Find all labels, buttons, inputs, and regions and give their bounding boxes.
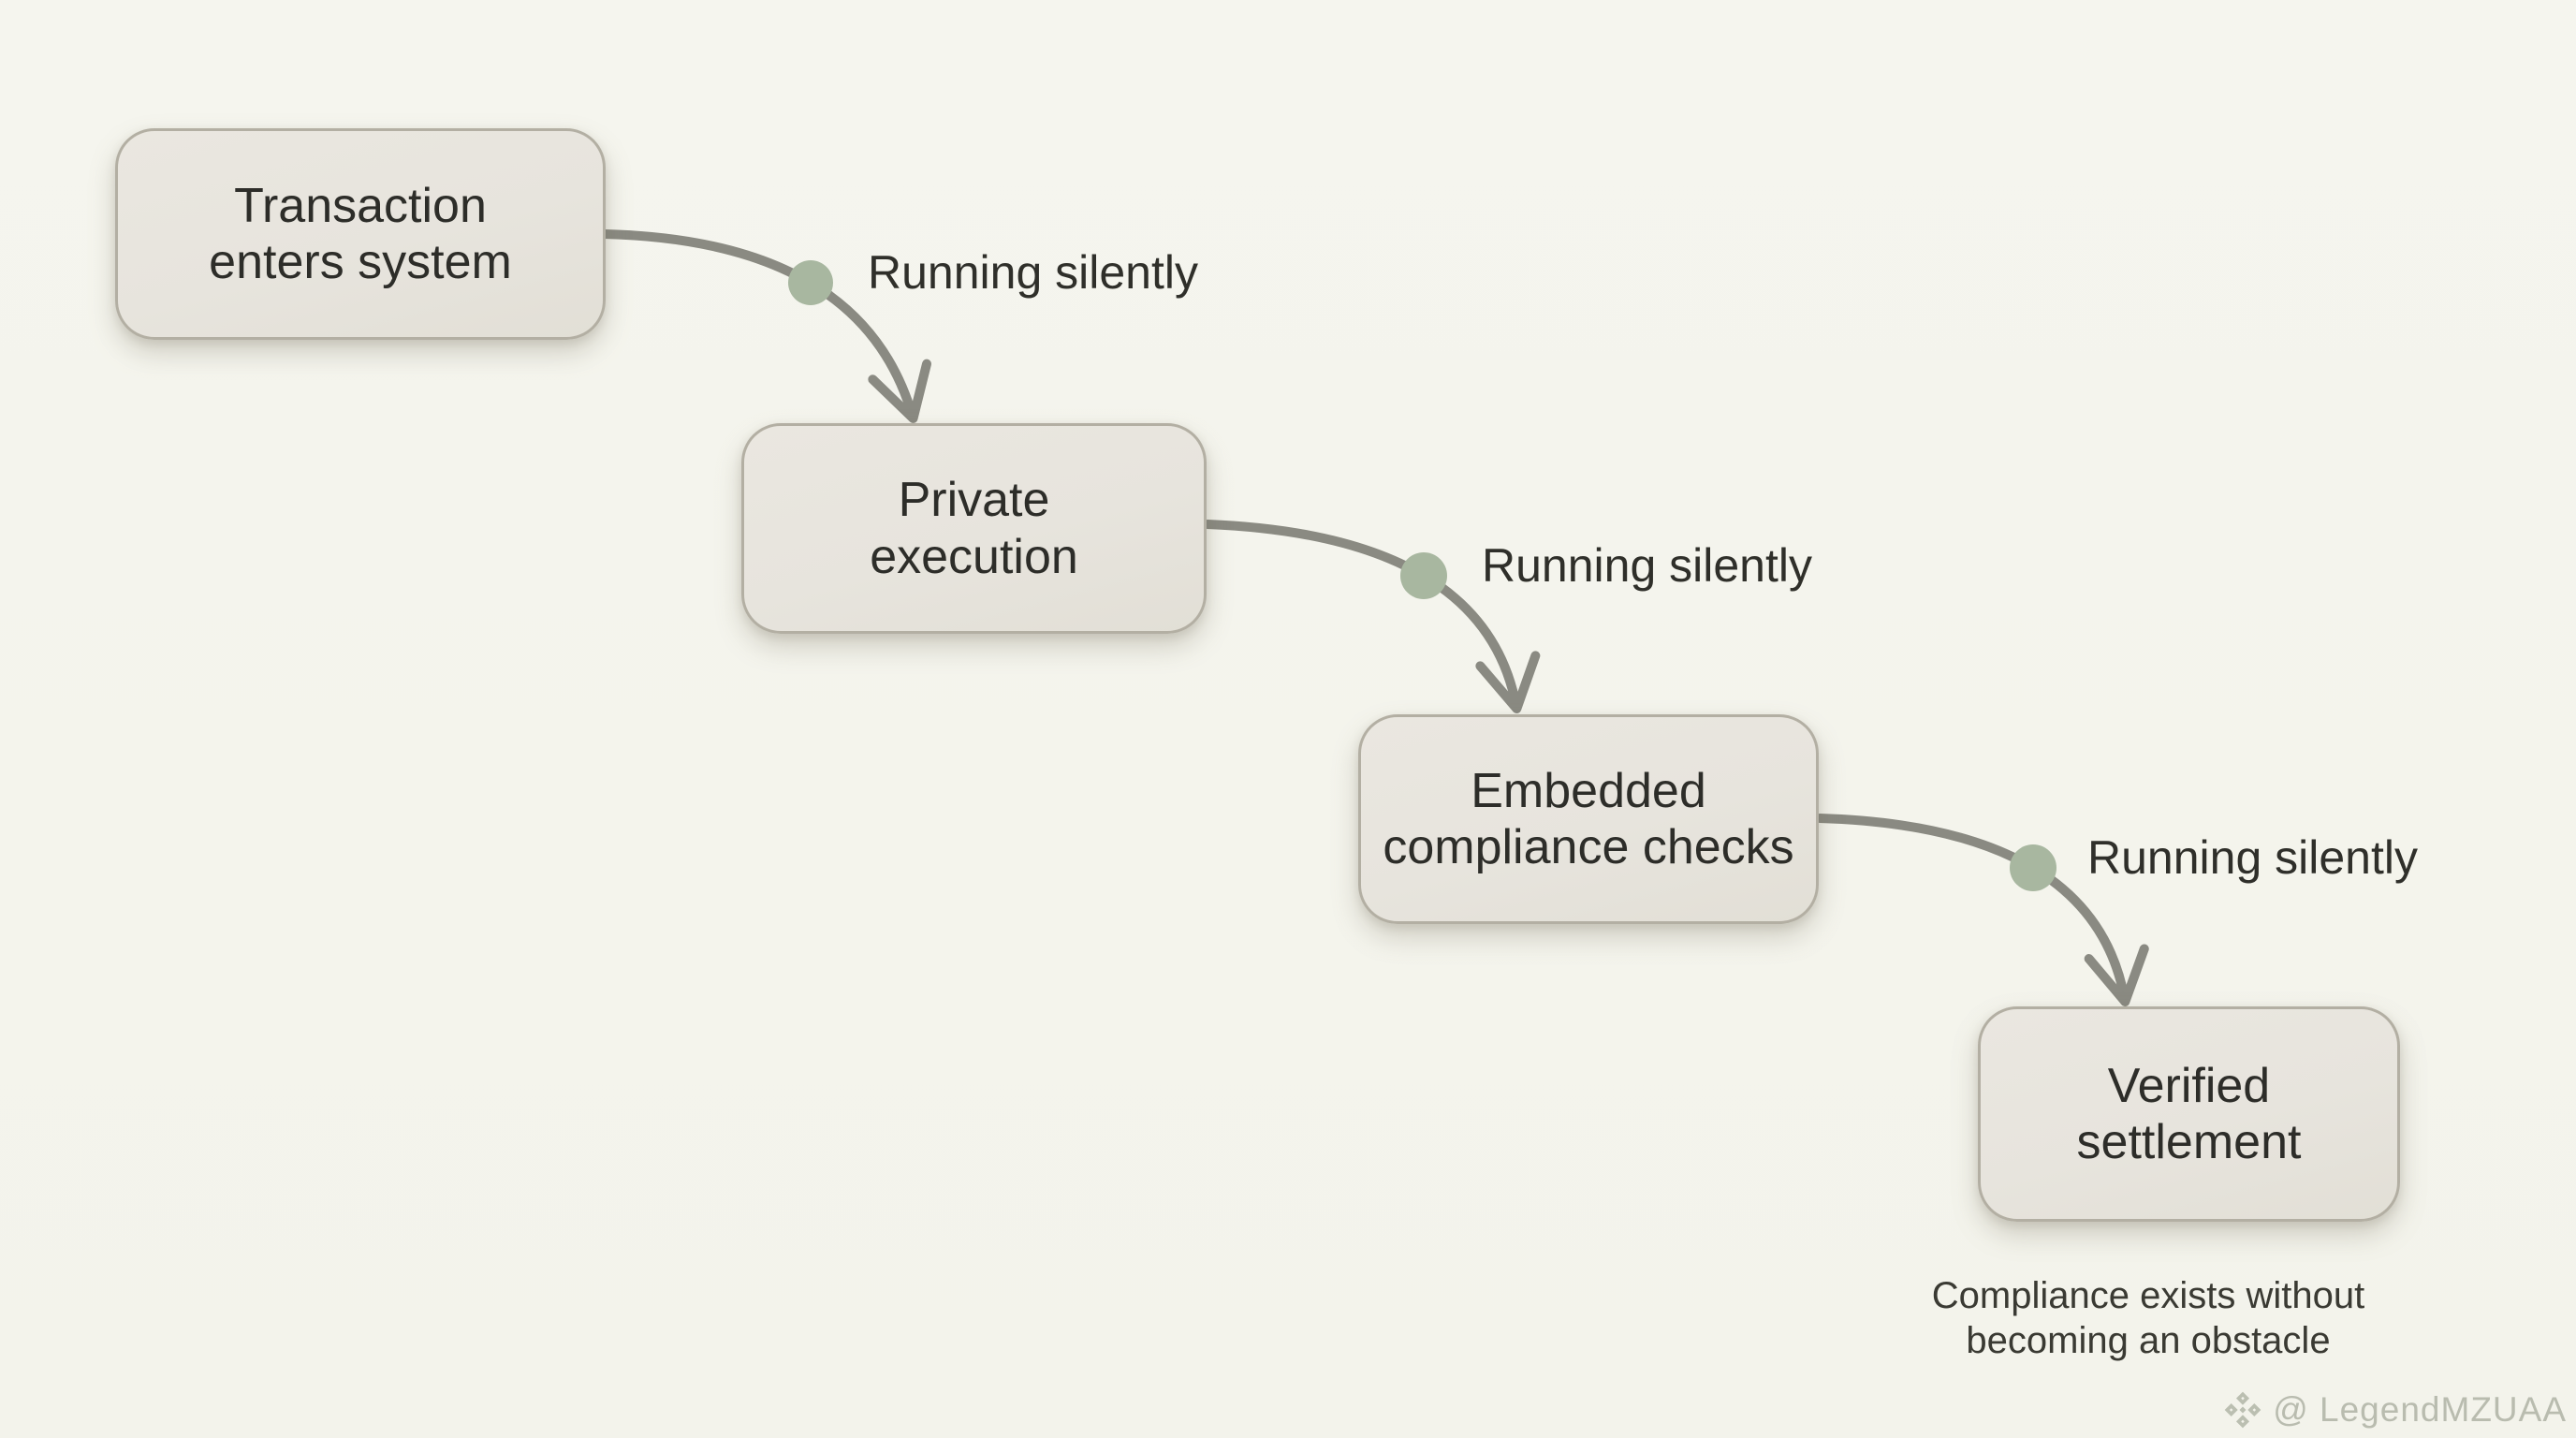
edge-label-running-silently-3: Running silently bbox=[2087, 831, 2418, 884]
node-transaction-enters-system: Transaction enters system bbox=[115, 128, 606, 340]
node-embedded-compliance-checks: Embedded compliance checks bbox=[1358, 714, 1819, 924]
status-dot-1 bbox=[788, 260, 833, 305]
arrow-3 bbox=[1815, 814, 2149, 1006]
watermark: @ LegendMZUAA bbox=[2222, 1389, 2567, 1431]
caption: Compliance exists without becoming an ob… bbox=[1931, 1275, 2365, 1361]
status-dot-3 bbox=[2010, 844, 2056, 891]
node-private-execution: Private execution bbox=[741, 423, 1207, 634]
node-verified-settlement: Verified settlement bbox=[1978, 1006, 2400, 1222]
status-dot-2 bbox=[1400, 552, 1447, 599]
watermark-text: @ LegendMZUAA bbox=[2273, 1390, 2567, 1429]
arrow-1 bbox=[600, 229, 931, 423]
arrow-2 bbox=[1203, 520, 1541, 713]
edge-label-running-silently-2: Running silently bbox=[1482, 539, 1812, 592]
five-diamond-logo-icon bbox=[2224, 1391, 2261, 1429]
edge-label-running-silently-1: Running silently bbox=[868, 246, 1198, 299]
